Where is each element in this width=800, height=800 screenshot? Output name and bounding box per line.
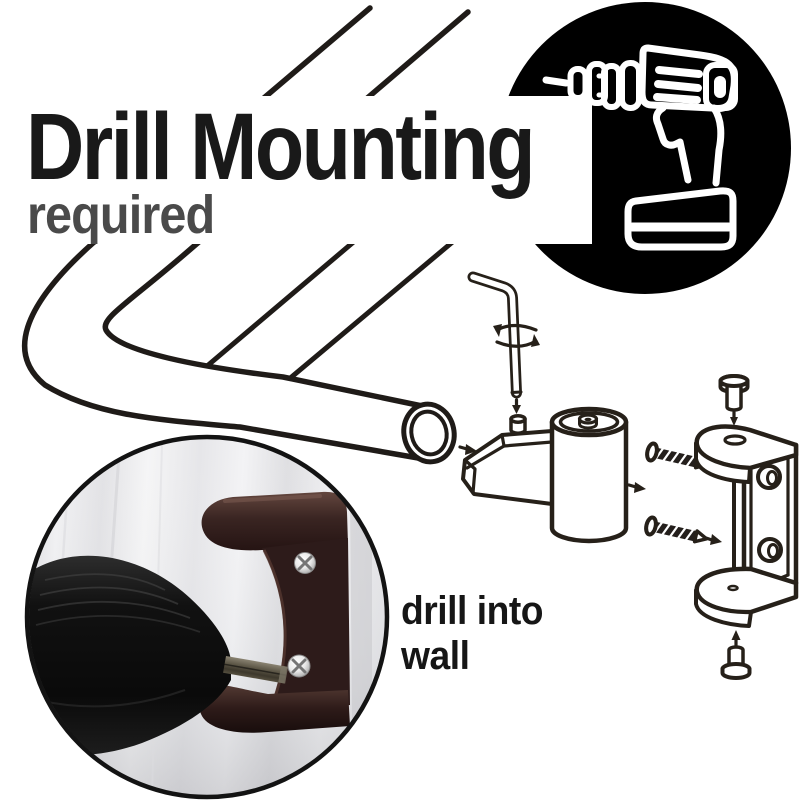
driver-bit-photo	[223, 655, 289, 684]
caption-line-1: drill into	[401, 589, 544, 633]
wall-bracket-drawing	[694, 424, 799, 628]
page-subtitle: required	[27, 185, 215, 245]
photo-border	[24, 434, 390, 800]
set-screw-icon	[509, 414, 527, 435]
phillips-screw-photo	[294, 552, 316, 574]
mounting-screw-icon	[644, 515, 709, 544]
assembly-diagram	[458, 271, 799, 680]
arrow-icon	[731, 630, 741, 648]
arrow-icon	[627, 482, 646, 493]
arrow-icon	[458, 444, 477, 455]
drill-chuck-photo	[29, 555, 231, 756]
title-backdrop	[0, 96, 592, 244]
machine-bolt-icon	[720, 645, 752, 680]
drill-icon	[542, 44, 738, 251]
machine-bolt-icon	[718, 374, 750, 412]
drill-into-wall-caption: drill into wall	[401, 589, 544, 679]
rotation-arrows-icon	[493, 323, 540, 348]
tube-end-icon	[401, 401, 457, 465]
hex-key-icon	[467, 271, 523, 399]
arrow-icon	[704, 534, 722, 545]
arrow-icon	[730, 410, 738, 426]
wall-post-drawing	[461, 406, 629, 544]
photo-inset	[24, 434, 390, 800]
caption-line-2: wall	[401, 633, 470, 678]
arrow-icon	[512, 398, 521, 414]
page-title: Drill Mounting	[26, 94, 536, 200]
phillips-screw-photo	[287, 654, 311, 678]
